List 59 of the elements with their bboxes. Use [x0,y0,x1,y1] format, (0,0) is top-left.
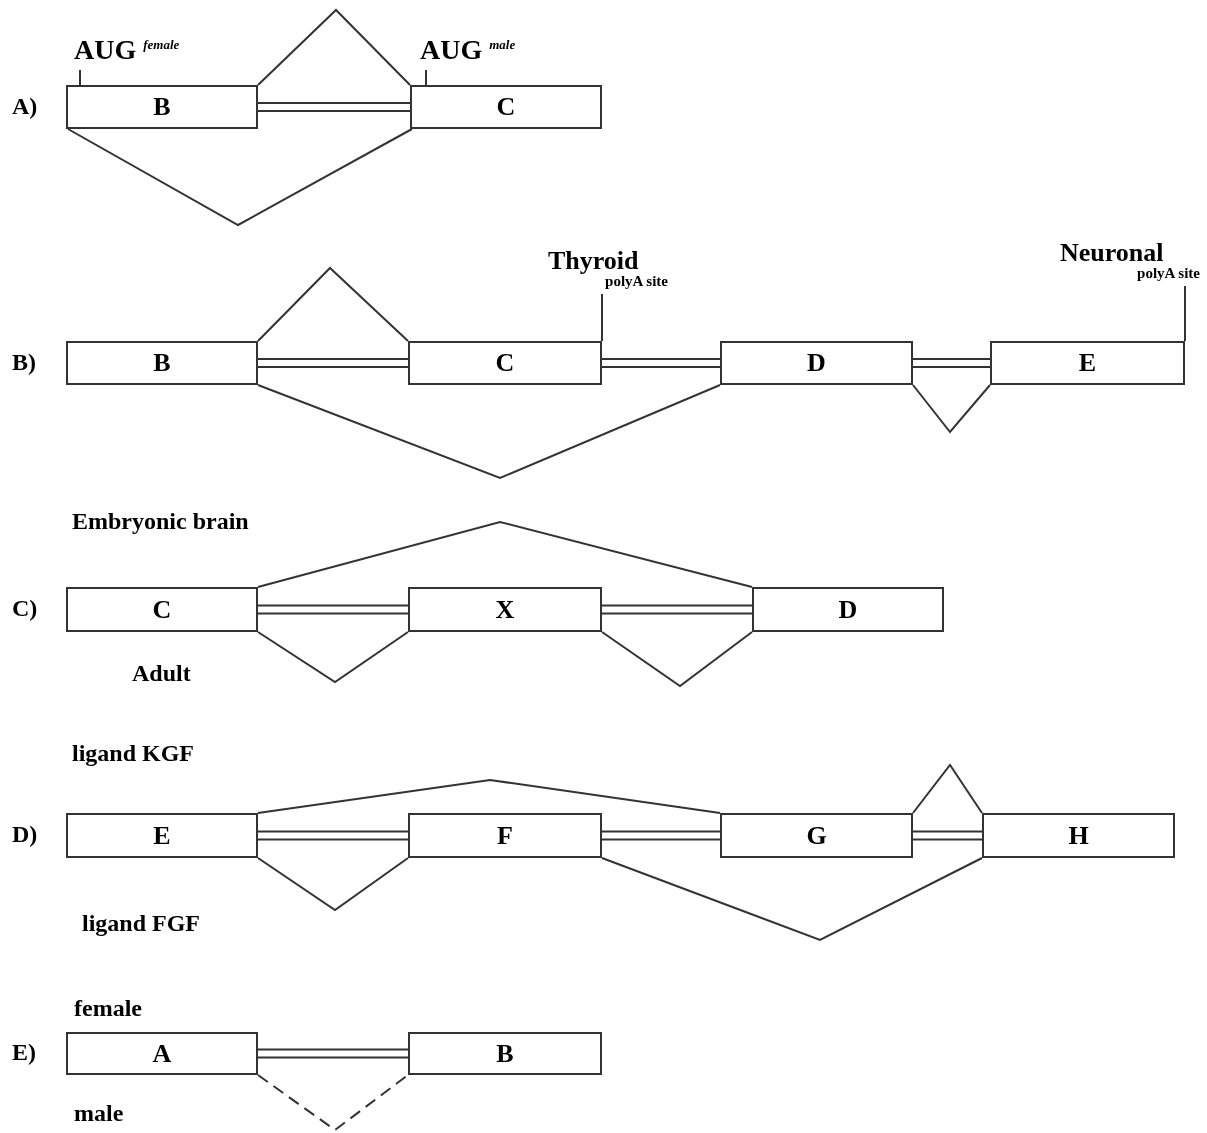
exon-box: C [410,85,602,129]
intron-line [257,604,409,615]
site-label: AUG $^{male}$ [420,36,517,64]
condition-label: ligand FGF [82,910,201,937]
exon-box: G [720,813,913,858]
panel-label: B) [12,349,36,376]
splice-line [257,631,409,684]
splice-line [257,266,409,342]
panel-label: A) [12,93,38,120]
exon-box: H [982,813,1175,858]
intron-line [601,830,721,841]
condition-label: Adult [132,660,191,687]
site-note: polyA site [1136,266,1200,281]
exon-box: B [66,85,258,129]
site-note: polyA site [605,274,668,289]
exon-box: D [752,587,944,632]
exon-box: F [408,813,602,858]
leader-line [79,69,81,86]
leader-line [601,293,603,342]
intron-line [257,358,409,368]
splice-line [257,8,411,86]
exon-box: B [408,1032,602,1075]
condition-label: female [74,995,142,1022]
condition-label: male [74,1100,124,1127]
site-label: AUG $^{female}$ [74,36,181,64]
splice-line [257,384,721,480]
condition-label: ligand KGF [72,740,195,767]
splice-line [912,763,983,814]
splice-line [912,384,991,434]
splice-line [67,128,413,227]
intron-line [601,358,721,368]
panel-label: C) [12,595,38,622]
exon-box: D [720,341,913,385]
intron-line [257,830,409,841]
panel-label: D) [12,821,38,848]
exon-box: A [66,1032,258,1075]
splice-line [601,857,983,942]
intron-line [601,604,753,615]
intron-line [257,102,411,112]
leader-line [1184,285,1186,342]
intron-line [257,1048,409,1059]
intron-line [912,830,983,841]
leader-line [425,69,427,86]
splice-line [257,779,721,814]
panel-label: E) [12,1039,36,1066]
splice-line [601,631,753,688]
exon-box: B [66,341,258,385]
site-label: Thyroid [548,248,640,274]
splice-line [257,520,753,588]
site-label: Neuronal [1060,240,1165,266]
exon-box: X [408,587,602,632]
exon-box: E [990,341,1185,385]
intron-line [912,358,991,368]
exon-box: C [66,587,258,632]
splice-line [257,857,409,912]
condition-label: Embryonic brain [72,508,249,535]
splice-line [257,1074,409,1132]
exon-box: C [408,341,602,385]
exon-box: E [66,813,258,858]
